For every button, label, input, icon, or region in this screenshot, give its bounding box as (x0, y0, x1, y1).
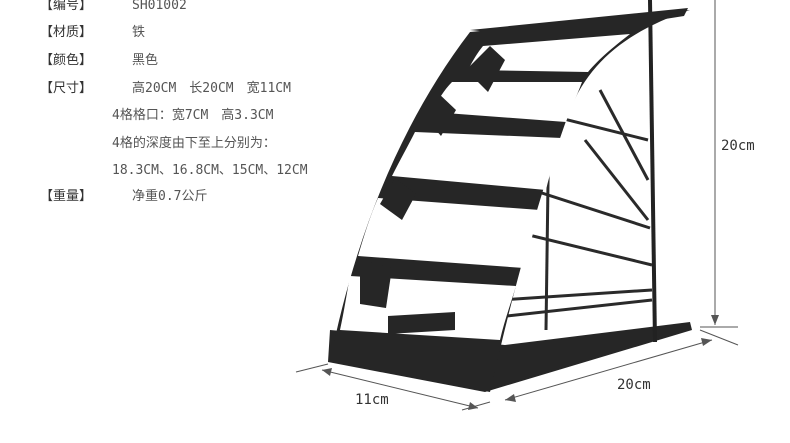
spec-weight: 【重量】 净重0.7公斤 (40, 189, 207, 205)
spec-code-value: SH01002 (132, 0, 187, 13)
spec-weight-value: 净重0.7公斤 (132, 189, 208, 204)
dimension-arrows (322, 315, 719, 410)
spec-size-value: 高20CM 长20CM 宽11CM (132, 81, 291, 96)
spec-material-label: 【材质】 (40, 25, 93, 40)
dimension-height-label: 20cm (721, 138, 755, 154)
spec-color-label: 【颜色】 (40, 53, 93, 68)
dimension-length-label: 20cm (617, 377, 651, 393)
size-detail-depth-heading: 4格的深度由下至上分别为： (112, 136, 276, 151)
product-slot-tabs (360, 46, 505, 334)
spec-size: 【尺寸】 高20CM 长20CM 宽11CM (40, 81, 291, 97)
spec-size-label: 【尺寸】 (40, 81, 93, 96)
dimension-width-label: 11cm (355, 392, 389, 408)
spec-material: 【材质】 铁 (40, 25, 145, 41)
spec-material-value: 铁 (132, 25, 146, 40)
spec-color: 【颜色】 黑色 (40, 53, 158, 69)
dimension-guides (295, 0, 739, 411)
product-back-pole (648, 0, 657, 343)
size-detail-slot: 4格格口：宽7CM 高3.3CM (112, 108, 274, 123)
spec-code-label: 【编号】 (40, 0, 93, 13)
spec-code: 【编号】 SH01002 (40, 0, 187, 14)
spec-weight-label: 【重量】 (40, 189, 93, 204)
size-detail-depth-values: 18.3CM、16.8CM、15CM、12CM (112, 163, 308, 178)
spec-color-value: 黑色 (132, 53, 159, 68)
